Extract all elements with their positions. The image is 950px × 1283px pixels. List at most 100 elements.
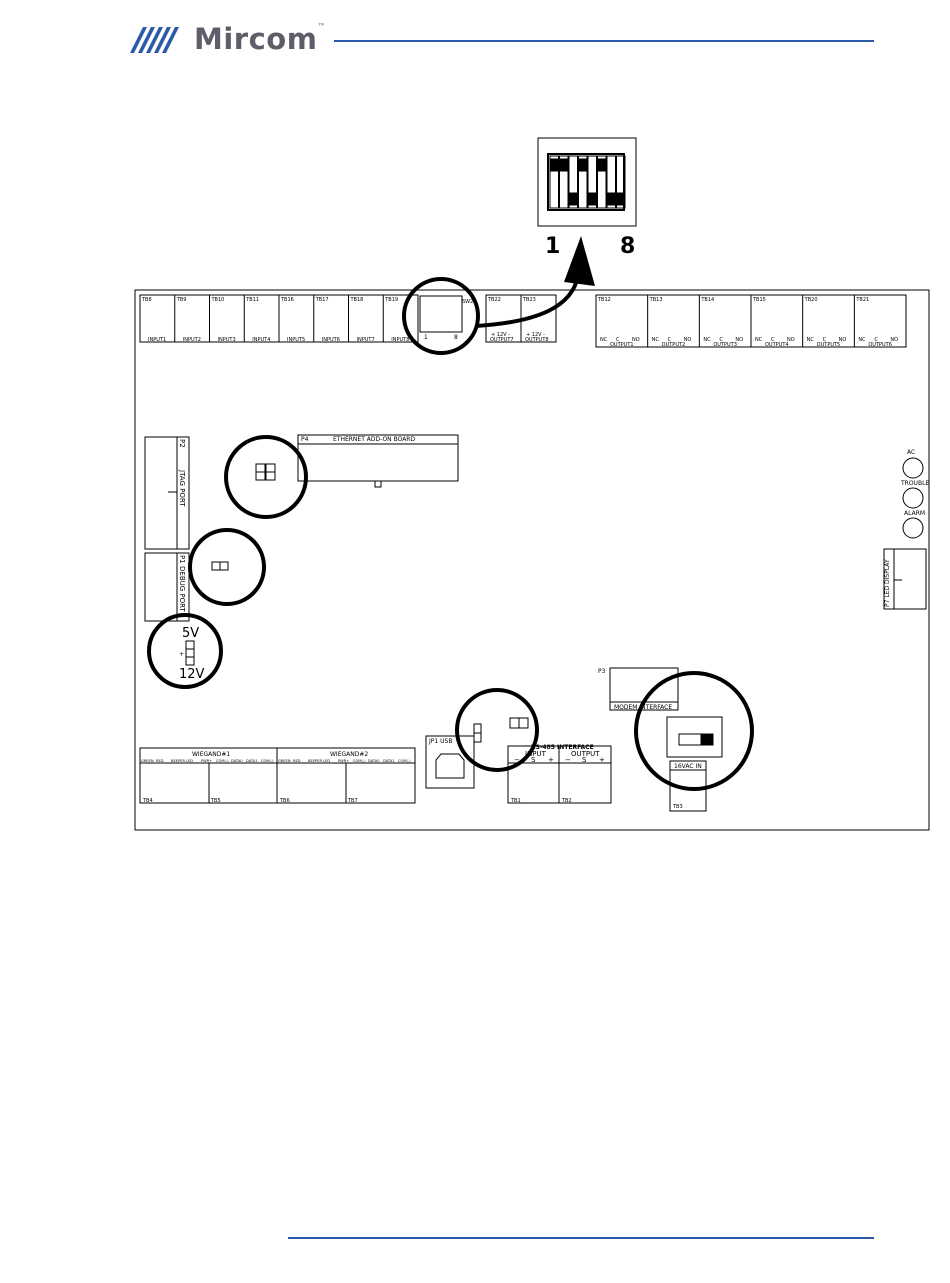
input-terminal-id: TB9 bbox=[176, 297, 187, 303]
dip-knob-3 bbox=[569, 192, 578, 206]
rs485-pin-label: − bbox=[565, 756, 571, 764]
relay-pin-label: NC bbox=[807, 337, 815, 343]
modem-interface-outline bbox=[609, 667, 679, 711]
sw2-right-label: 8 bbox=[454, 334, 458, 341]
input-terminal-label: INPUT6 bbox=[322, 337, 340, 343]
dip-slot-3 bbox=[568, 155, 578, 209]
trouble-led bbox=[902, 487, 924, 509]
debug-label: DEBUG PORT bbox=[178, 566, 186, 612]
rs485-pin-label: S bbox=[531, 756, 536, 764]
rs485-pin-label: + bbox=[599, 756, 605, 764]
ethernet-jumper-highlight-circle bbox=[224, 435, 308, 519]
input-terminal-label: INPUT3 bbox=[218, 337, 236, 343]
wiegand-pin-label: DATA1 bbox=[246, 759, 258, 763]
wiegand-pin-label: RED bbox=[293, 759, 301, 763]
rs485-jumper-highlight-circle bbox=[455, 688, 539, 772]
power-switch-highlight-circle bbox=[634, 671, 754, 791]
supply-terminal-label: OUTPUT8 bbox=[525, 337, 549, 343]
input-terminal-label: INPUT1 bbox=[148, 337, 166, 343]
relay-pin-label: C bbox=[719, 337, 723, 343]
output-terminal-label: OUTPUT2 bbox=[662, 342, 686, 348]
output-terminal-id: TB12 bbox=[597, 297, 611, 303]
power-label: 16VAC IN bbox=[674, 763, 702, 770]
led-alarm-label: ALARM bbox=[904, 510, 925, 517]
dip-switch-body bbox=[547, 153, 625, 211]
jtag-port-outline bbox=[144, 436, 190, 550]
modem-ref: P3 bbox=[598, 668, 606, 675]
wiegand-tb5: TB5 bbox=[210, 798, 221, 804]
output-terminal-label: OUTPUT5 bbox=[817, 342, 841, 348]
output-terminal-id: TB13 bbox=[649, 297, 663, 303]
relay-pin-label: C bbox=[823, 337, 827, 343]
dip-knob-1 bbox=[550, 158, 559, 172]
wiegand-pin-label: DATA1 bbox=[383, 759, 395, 763]
input-terminal-id: TB10 bbox=[211, 297, 225, 303]
supply-terminal-label: OUTPUT7 bbox=[490, 337, 514, 343]
relay-pin-label: C bbox=[874, 337, 878, 343]
relay-pin-label: C bbox=[668, 337, 672, 343]
wiegand-pin-label: RED bbox=[156, 759, 164, 763]
relay-pin-label: NO bbox=[632, 337, 640, 343]
wiegand-pin-label: COM(-) bbox=[261, 759, 274, 763]
callout-arrowhead-icon bbox=[564, 236, 595, 286]
usb-label: JP1 USB bbox=[428, 738, 452, 745]
input-terminal-label: INPUT7 bbox=[357, 337, 375, 343]
wiegand-tb7: TB7 bbox=[347, 798, 358, 804]
footer-rule bbox=[288, 1237, 874, 1239]
wiegand-pin-label: COM(-) bbox=[353, 759, 366, 763]
rs485-pin-label: + bbox=[548, 756, 554, 764]
ethernet-ref: P4 bbox=[301, 436, 309, 443]
led-display-outline bbox=[883, 548, 927, 610]
input-terminal-label: INPUT4 bbox=[252, 337, 270, 343]
input-terminal-label: INPUT2 bbox=[183, 337, 201, 343]
relay-pin-label: NC bbox=[858, 337, 866, 343]
power-switch-outline bbox=[666, 716, 723, 758]
board-outline bbox=[134, 289, 930, 831]
dip-slot-5 bbox=[587, 155, 597, 209]
dip-knob-6 bbox=[597, 158, 606, 172]
relay-pin-label: C bbox=[616, 337, 620, 343]
jtag-label: JTAG PORT bbox=[178, 469, 186, 507]
output-terminal-label: OUTPUT1 bbox=[610, 342, 634, 348]
mircom-logo: Mircom™ bbox=[130, 22, 330, 58]
dip-knob-7 bbox=[607, 192, 616, 206]
dip-right-label: 8 bbox=[620, 234, 635, 259]
voltage-jumper-highlight-circle bbox=[147, 613, 223, 689]
voltage-pin: + bbox=[179, 651, 184, 658]
relay-pin-label: NC bbox=[703, 337, 711, 343]
wiegand-pin-label: PWR+ bbox=[338, 759, 349, 763]
rs485-pin-label: − bbox=[514, 756, 520, 764]
wiegand-pin-label: BEEPER bbox=[171, 759, 185, 763]
supply-terminal-id: TB23 bbox=[522, 297, 536, 303]
output-terminal-label: OUTPUT4 bbox=[765, 342, 789, 348]
dip-slot-8 bbox=[616, 155, 626, 209]
relay-pin-label: C bbox=[771, 337, 775, 343]
relay-pin-label: NO bbox=[890, 337, 898, 343]
wiegand-pin-label: GREEN bbox=[141, 759, 154, 763]
callout-arrow bbox=[475, 275, 580, 328]
ethernet-label: ETHERNET ADD-ON BOARD bbox=[333, 436, 415, 443]
led-trouble-label: TROUBLE bbox=[900, 480, 929, 487]
rs485-title: RS-485 INTERFACE bbox=[531, 744, 594, 751]
dip-slot-6 bbox=[597, 155, 607, 209]
dip-knob-8 bbox=[616, 192, 625, 206]
wiegand-pin-label: LED bbox=[323, 759, 330, 763]
wiegand1-title: WIEGAND#1 bbox=[192, 751, 230, 758]
wiegand-pin-label: GREEN bbox=[278, 759, 291, 763]
voltage-top: 5V bbox=[182, 626, 199, 641]
jtag-ref: P2 bbox=[178, 439, 186, 448]
supply-pins: + 12V - bbox=[526, 332, 545, 338]
relay-pin-label: NO bbox=[735, 337, 743, 343]
brand-name: Mircom™ bbox=[194, 22, 326, 56]
output-terminal-id: TB21 bbox=[855, 297, 869, 303]
led-display-label: P7 LED DISPLAY bbox=[884, 559, 891, 607]
rs485-pin-label: S bbox=[582, 756, 587, 764]
dip-slot-1 bbox=[549, 155, 559, 209]
input-terminal-id: TB19 bbox=[384, 297, 398, 303]
input-terminal-id: TB11 bbox=[245, 297, 259, 303]
relay-pin-label: NO bbox=[684, 337, 692, 343]
wiegand-pin-label: BEEPER bbox=[308, 759, 322, 763]
wiegand-pin-label: DATA0 bbox=[231, 759, 243, 763]
supply-terminal-id: TB22 bbox=[487, 297, 501, 303]
